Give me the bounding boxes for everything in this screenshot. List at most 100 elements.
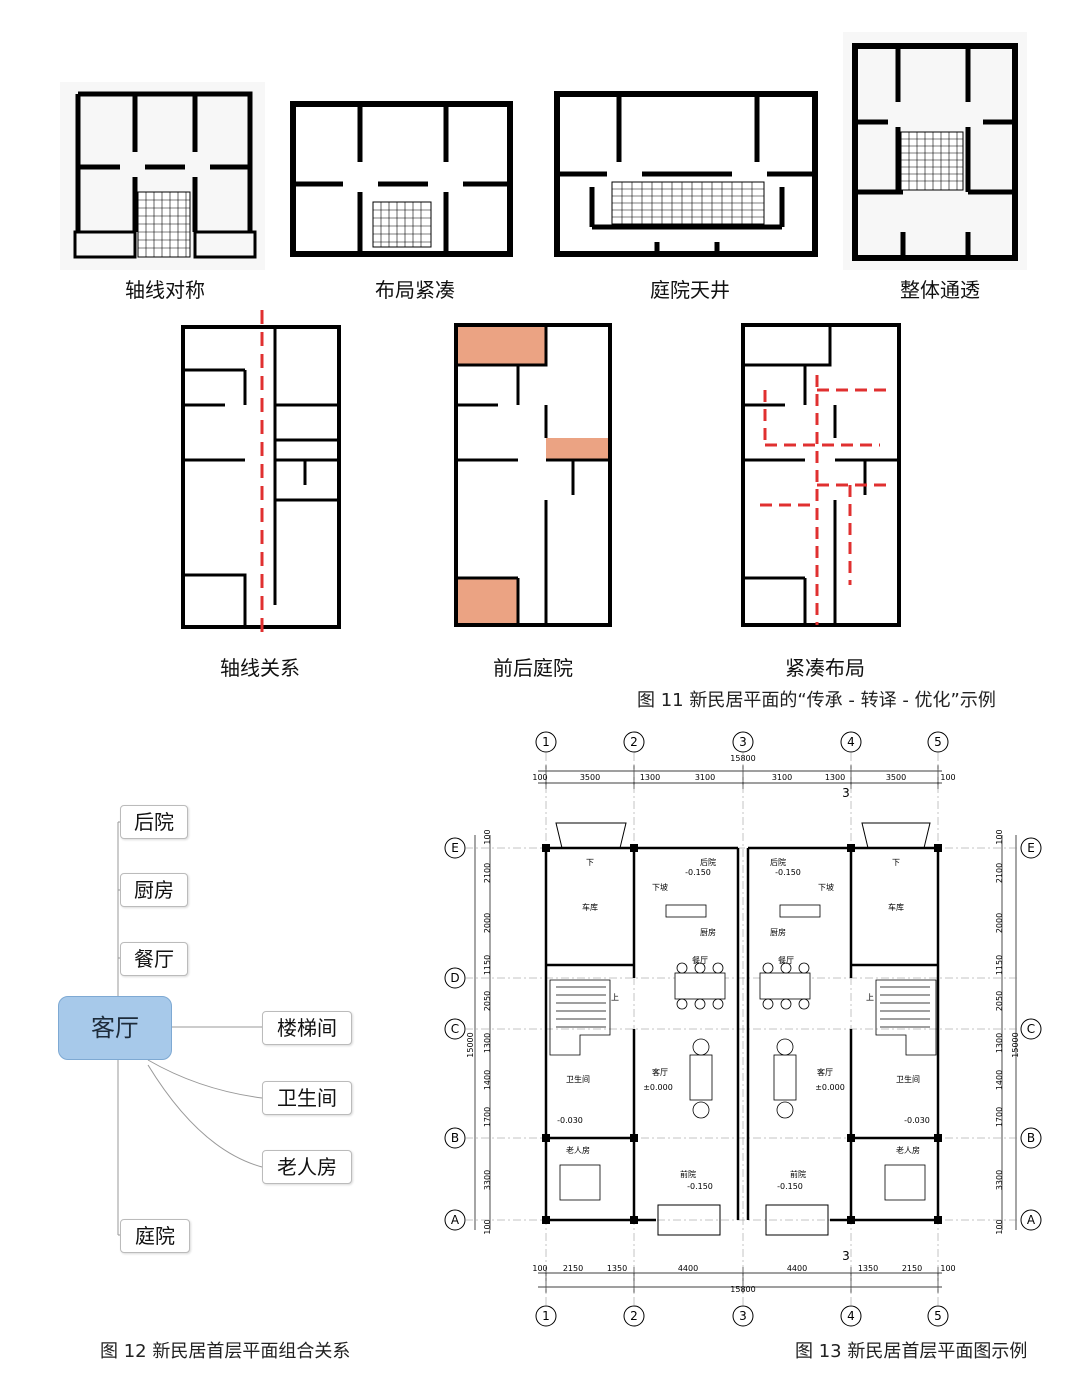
svg-text:-0.150: -0.150 <box>777 1182 803 1191</box>
svg-text:前院: 前院 <box>680 1169 696 1179</box>
svg-text:卫生间: 卫生间 <box>896 1074 920 1084</box>
svg-text:2100: 2100 <box>483 863 492 883</box>
svg-text:老人房: 老人房 <box>896 1145 920 1155</box>
svg-text:2150: 2150 <box>563 1264 583 1273</box>
top-label-4: 整体通透 <box>900 278 980 302</box>
floorplan-drawing: 1 2 3 4 5 1 2 3 4 5 E D C B A E C B A 15… <box>444 731 1042 1327</box>
axis-top-1: 1 <box>542 735 550 749</box>
axis-bottom-2: 2 <box>630 1309 638 1323</box>
svg-text:餐厅: 餐厅 <box>692 956 708 965</box>
svg-text:100: 100 <box>995 829 1004 844</box>
svg-text:客厅: 客厅 <box>652 1067 668 1077</box>
mindmap-node-stairwell: 楼梯间 <box>262 1011 352 1045</box>
svg-text:1350: 1350 <box>607 1264 627 1273</box>
svg-text:后院: 后院 <box>700 857 716 867</box>
dim-total-depth-right: 15000 <box>1011 1032 1020 1057</box>
plan-axis-relation <box>175 305 350 640</box>
svg-text:下: 下 <box>892 858 900 867</box>
svg-text:1700: 1700 <box>483 1107 492 1127</box>
fig12-caption: 图 12 新民居首层平面组合关系 <box>100 1341 351 1362</box>
axis-top-5: 5 <box>934 735 942 749</box>
svg-text:1300: 1300 <box>483 1033 492 1053</box>
svg-text:-0.030: -0.030 <box>557 1116 583 1125</box>
mindmap-node-courtyard: 庭院 <box>120 1219 190 1253</box>
plan-transparent-drawing <box>843 32 1027 270</box>
section-mark-top: 3 <box>842 786 850 800</box>
axis-top-4: 4 <box>847 735 855 749</box>
svg-text:下坡: 下坡 <box>818 882 834 892</box>
svg-text:-0.150: -0.150 <box>685 868 711 877</box>
svg-text:100: 100 <box>532 773 547 782</box>
svg-text:上: 上 <box>866 993 874 1002</box>
svg-text:1350: 1350 <box>858 1264 878 1273</box>
svg-text:2050: 2050 <box>483 991 492 1011</box>
svg-text:100: 100 <box>940 773 955 782</box>
svg-text:4400: 4400 <box>787 1264 807 1273</box>
axis-top-3: 3 <box>739 735 747 749</box>
svg-text:100: 100 <box>483 829 492 844</box>
axis-right-B: B <box>1027 1131 1035 1145</box>
top-label-3: 庭院天井 <box>650 278 730 302</box>
mid-label-1: 轴线关系 <box>220 656 300 680</box>
axis-bottom-1: 1 <box>542 1309 550 1323</box>
plan-front-back-yard <box>448 320 618 635</box>
axis-left-C: C <box>451 1022 459 1036</box>
svg-text:1400: 1400 <box>483 1070 492 1090</box>
svg-text:1150: 1150 <box>483 955 492 975</box>
mindmap-node-elder-room: 老人房 <box>262 1150 352 1184</box>
svg-text:-0.150: -0.150 <box>687 1182 713 1191</box>
svg-text:3300: 3300 <box>995 1170 1004 1190</box>
svg-text:3500: 3500 <box>886 773 906 782</box>
mindmap-node-bathroom: 卫生间 <box>262 1081 352 1115</box>
axis-left-A: A <box>451 1213 460 1227</box>
axis-right-A: A <box>1027 1213 1036 1227</box>
mindmap-node-dining: 餐厅 <box>120 942 188 976</box>
svg-text:卫生间: 卫生间 <box>566 1074 590 1084</box>
axis-bottom-5: 5 <box>934 1309 942 1323</box>
fig13-caption: 图 13 新民居首层平面图示例 <box>795 1341 1028 1362</box>
svg-text:4400: 4400 <box>678 1264 698 1273</box>
mid-label-2: 前后庭院 <box>493 656 573 680</box>
svg-text:车库: 车库 <box>888 902 904 912</box>
svg-text:1700: 1700 <box>995 1107 1004 1127</box>
svg-text:厨房: 厨房 <box>770 927 786 937</box>
top-label-1: 轴线对称 <box>125 278 205 302</box>
plan-compact <box>735 320 910 635</box>
mindmap-node-back-yard: 后院 <box>120 805 188 839</box>
svg-text:100: 100 <box>532 1264 547 1273</box>
axis-right-C: C <box>1027 1022 1035 1036</box>
axis-bottom-4: 4 <box>847 1309 855 1323</box>
fig11-caption: 图 11 新民居平面的“传承 - 转译 - 优化”示例 <box>637 690 996 711</box>
svg-text:±0.000: ±0.000 <box>815 1083 845 1092</box>
dim-total-bottom: 15800 <box>730 1285 755 1294</box>
svg-text:上: 上 <box>611 993 619 1002</box>
svg-text:2150: 2150 <box>902 1264 922 1273</box>
svg-text:-0.150: -0.150 <box>775 868 801 877</box>
svg-text:1300: 1300 <box>825 773 845 782</box>
svg-text:厨房: 厨房 <box>700 927 716 937</box>
plan-axis-symmetry-drawing <box>60 82 265 270</box>
axis-left-E: E <box>451 841 459 855</box>
plan-transparent <box>843 32 1027 270</box>
axis-bottom-3: 3 <box>739 1309 747 1323</box>
svg-text:车库: 车库 <box>582 902 598 912</box>
mindmap-node-kitchen: 厨房 <box>120 873 188 907</box>
svg-text:2000: 2000 <box>483 913 492 933</box>
svg-text:1300: 1300 <box>995 1033 1004 1053</box>
top-label-2: 布局紧凑 <box>375 278 455 302</box>
svg-text:3100: 3100 <box>695 773 715 782</box>
svg-text:3500: 3500 <box>580 773 600 782</box>
axis-left-B: B <box>451 1131 459 1145</box>
svg-text:后院: 后院 <box>770 857 786 867</box>
svg-text:餐厅: 餐厅 <box>778 956 794 965</box>
svg-text:-0.030: -0.030 <box>904 1116 930 1125</box>
svg-text:3100: 3100 <box>772 773 792 782</box>
svg-text:老人房: 老人房 <box>566 1145 590 1155</box>
svg-text:2000: 2000 <box>995 913 1004 933</box>
dim-total-depth-left: 15000 <box>466 1032 475 1057</box>
svg-text:1400: 1400 <box>995 1070 1004 1090</box>
plan-courtyard <box>547 82 827 270</box>
axis-left-D: D <box>450 971 459 985</box>
svg-text:100: 100 <box>940 1264 955 1273</box>
mindmap-root-living-room: 客厅 <box>58 996 172 1060</box>
